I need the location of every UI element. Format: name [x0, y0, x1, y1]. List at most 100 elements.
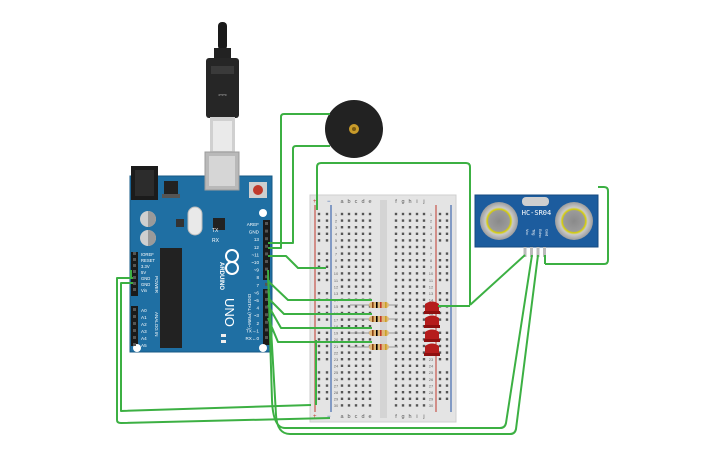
breadboard-hole[interactable]	[361, 259, 365, 262]
breadboard-hole[interactable]	[415, 311, 419, 315]
breadboard-hole[interactable]	[408, 338, 412, 341]
pin-socket[interactable]	[133, 258, 136, 261]
breadboard-hole[interactable]	[401, 358, 405, 361]
rail-hole[interactable]	[445, 232, 449, 235]
breadboard-hole[interactable]	[394, 338, 398, 341]
breadboard-hole[interactable]	[394, 232, 398, 235]
breadboard-hole[interactable]	[415, 259, 419, 262]
breadboard-hole[interactable]	[401, 259, 405, 262]
breadboard-hole[interactable]	[422, 232, 426, 235]
pin-socket[interactable]	[265, 305, 268, 309]
breadboard-hole[interactable]	[354, 318, 358, 321]
breadboard-hole[interactable]	[415, 325, 419, 328]
breadboard-hole[interactable]	[368, 239, 372, 242]
breadboard-hole[interactable]	[394, 252, 398, 255]
breadboard-hole[interactable]	[361, 252, 365, 255]
pin-socket[interactable]	[133, 322, 136, 325]
breadboard-hole[interactable]	[401, 391, 405, 394]
breadboard-hole[interactable]	[415, 305, 419, 308]
wire-trig[interactable]	[267, 254, 533, 429]
rail-hole[interactable]	[445, 252, 449, 255]
sensor-pin[interactable]	[523, 247, 527, 257]
breadboard-hole[interactable]	[394, 245, 398, 249]
breadboard-hole[interactable]	[422, 245, 426, 249]
breadboard-hole[interactable]	[368, 232, 372, 235]
pin-socket[interactable]	[133, 343, 136, 346]
breadboard-hole[interactable]	[415, 285, 419, 288]
rail-hole[interactable]	[445, 212, 449, 216]
breadboard-hole[interactable]	[368, 278, 372, 282]
breadboard-hole[interactable]	[361, 239, 365, 242]
breadboard-hole[interactable]	[361, 325, 365, 328]
rail-hole[interactable]	[325, 358, 329, 361]
breadboard-hole[interactable]	[401, 397, 405, 400]
breadboard-hole[interactable]	[368, 391, 372, 394]
rail-hole[interactable]	[445, 292, 449, 295]
breadboard-hole[interactable]	[422, 265, 426, 268]
rail-hole[interactable]	[317, 226, 321, 229]
breadboard-hole[interactable]	[394, 292, 398, 295]
rail-hole[interactable]	[325, 226, 329, 229]
wire-buzzer-pin13[interactable]	[268, 113, 330, 249]
led[interactable]	[424, 329, 440, 343]
breadboard-hole[interactable]	[340, 292, 344, 295]
rail-hole[interactable]	[438, 292, 442, 295]
rail-hole[interactable]	[445, 278, 449, 282]
breadboard-hole[interactable]	[422, 278, 426, 282]
breadboard-hole[interactable]	[401, 325, 405, 328]
rail-hole[interactable]	[438, 331, 442, 334]
rail-hole[interactable]	[317, 232, 321, 235]
breadboard-hole[interactable]	[422, 212, 426, 216]
breadboard-hole[interactable]	[408, 311, 412, 315]
rail-hole[interactable]	[445, 351, 449, 354]
rail-hole[interactable]	[325, 292, 329, 295]
pin-socket[interactable]	[133, 276, 136, 279]
rail-hole[interactable]	[445, 311, 449, 315]
pin-socket[interactable]	[265, 267, 268, 271]
rail-hole[interactable]	[317, 397, 321, 400]
breadboard-hole[interactable]	[347, 397, 351, 400]
rail-hole[interactable]	[317, 292, 321, 295]
breadboard-hole[interactable]	[368, 364, 372, 367]
breadboard-hole[interactable]	[354, 252, 358, 255]
rail-hole[interactable]	[445, 239, 449, 242]
breadboard-hole[interactable]	[422, 259, 426, 262]
breadboard-hole[interactable]	[340, 226, 344, 229]
rail-hole[interactable]	[317, 338, 321, 341]
breadboard-hole[interactable]	[361, 318, 365, 321]
breadboard-hole[interactable]	[408, 212, 412, 216]
breadboard-hole[interactable]	[347, 226, 351, 229]
breadboard-hole[interactable]	[368, 272, 372, 275]
breadboard-hole[interactable]	[340, 371, 344, 374]
breadboard-hole[interactable]	[415, 358, 419, 361]
breadboard-hole[interactable]	[408, 252, 412, 255]
resistor[interactable]	[350, 330, 398, 336]
breadboard-hole[interactable]	[401, 331, 405, 334]
breadboard-hole[interactable]	[422, 272, 426, 275]
rail-hole[interactable]	[317, 272, 321, 275]
breadboard-hole[interactable]	[354, 358, 358, 361]
rail-hole[interactable]	[445, 219, 449, 222]
breadboard-hole[interactable]	[408, 278, 412, 282]
pin-socket[interactable]	[265, 260, 268, 263]
breadboard-hole[interactable]	[394, 285, 398, 288]
arduino-uno-board[interactable]: ARDUINO UNO DIGITAL (PWM~) POWER ANALOG …	[129, 151, 273, 353]
breadboard-hole[interactable]	[422, 239, 426, 242]
rail-hole[interactable]	[445, 259, 449, 262]
breadboard-hole[interactable]	[347, 259, 351, 262]
breadboard-hole[interactable]	[347, 358, 351, 361]
breadboard-hole[interactable]	[347, 212, 351, 216]
pin-socket[interactable]	[265, 252, 268, 256]
rail-hole[interactable]	[317, 371, 321, 374]
rail-hole[interactable]	[445, 344, 449, 348]
rail-hole[interactable]	[317, 331, 321, 334]
breadboard-hole[interactable]	[361, 265, 365, 268]
breadboard-hole[interactable]	[422, 298, 426, 301]
rail-hole[interactable]	[317, 318, 321, 321]
breadboard-hole[interactable]	[394, 351, 398, 354]
breadboard-hole[interactable]	[340, 239, 344, 242]
breadboard-hole[interactable]	[394, 325, 398, 328]
breadboard-hole[interactable]	[415, 377, 419, 381]
breadboard-hole[interactable]	[408, 245, 412, 249]
resistor[interactable]	[350, 344, 398, 350]
